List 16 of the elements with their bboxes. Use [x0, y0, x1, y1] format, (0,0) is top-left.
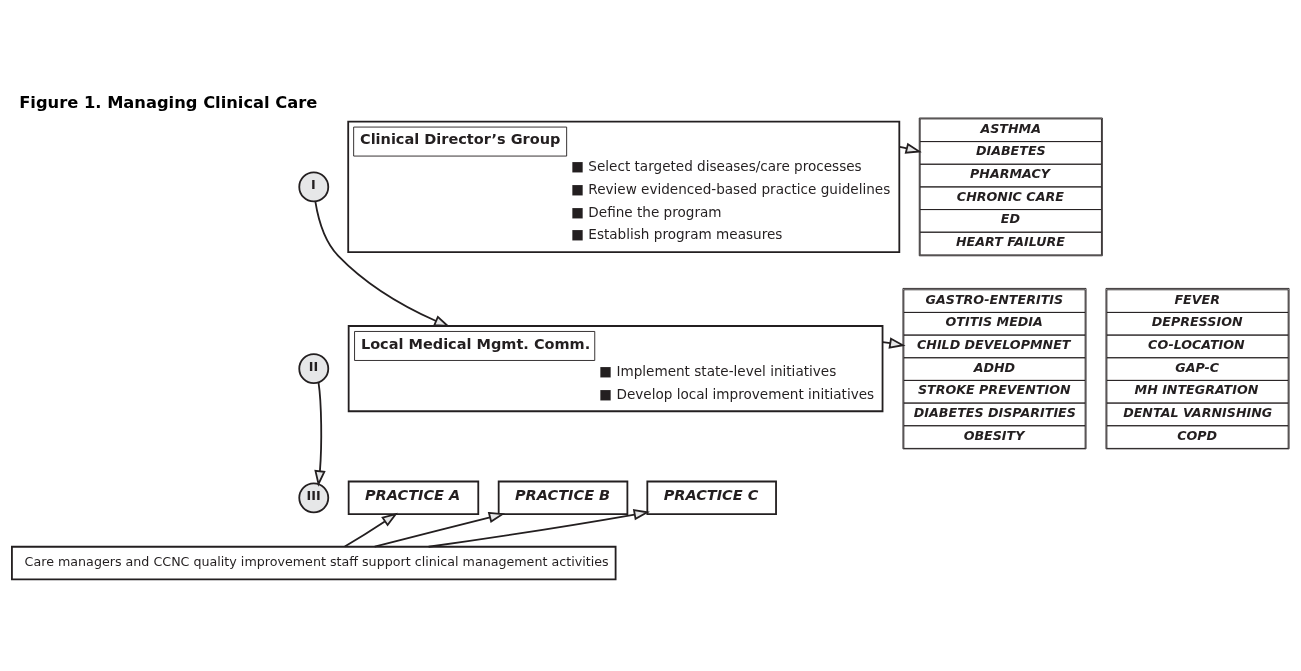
diagram-title: Figure 1. Managing Clinical Care [19, 92, 318, 112]
arrow [373, 511, 506, 548]
node-box: PRACTICE B [497, 480, 629, 515]
node-box: Care managers and CCNC quality improvement staff support clinical management activities [11, 545, 617, 580]
node-box: PRACTICE C [646, 480, 777, 515]
node-box: PRACTICE A [347, 480, 480, 515]
arrow [898, 142, 922, 154]
arrow [314, 381, 326, 487]
node-box: Local Medical Mgmt. Comm. ■ Implement state-level initiatives ■ Develop local improvement initiatives [347, 324, 884, 412]
node-box: Clinical Director’s Group ■ Select targeted diseases/care processes ■ Review evidenced-based practice guidelines ■ Define the program ■ Establish program measures [347, 120, 901, 253]
arrow [427, 508, 650, 548]
node-circle: III [298, 481, 330, 513]
node-circle: II [298, 352, 330, 384]
node-circle: I [298, 171, 330, 202]
arrow [314, 200, 451, 327]
arrow [343, 512, 398, 547]
